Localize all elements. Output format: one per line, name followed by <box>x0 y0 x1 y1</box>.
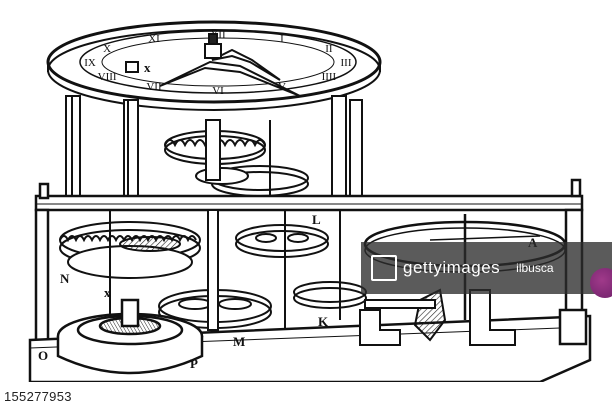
label-P: P <box>190 356 198 371</box>
dial-numeral: II <box>325 43 333 55</box>
watermark-credit: ilbusca <box>516 261 554 275</box>
dial-numeral: IX <box>84 57 96 69</box>
label-x-hand: x <box>144 60 151 75</box>
watermark-dot-icon <box>590 268 612 298</box>
label-M: M <box>233 334 245 349</box>
label-N: N <box>60 271 70 286</box>
lower-gear-train <box>59 209 367 331</box>
getty-watermark: gettyimages ilbusca <box>361 242 612 294</box>
label-O: O <box>38 348 48 363</box>
watermark-brand: gettyimages <box>403 258 501 277</box>
getty-logo-icon <box>371 255 397 281</box>
dial-numeral: IIII <box>322 71 337 83</box>
barrel-assembly <box>56 298 204 375</box>
dial-numeral: X <box>103 43 111 55</box>
dial-numeral: III <box>341 57 352 69</box>
dial-numeral: XI <box>148 33 160 45</box>
dial-numeral: VII <box>146 81 162 93</box>
clock-hands <box>125 33 301 97</box>
footer-bar: 155277953 <box>0 382 612 410</box>
label-L: L <box>312 212 321 227</box>
dial-numeral: VIII <box>98 71 117 83</box>
label-x-lower: x <box>104 285 111 300</box>
dial-numeral: I <box>280 33 284 45</box>
image-id: 155277953 <box>4 388 72 404</box>
label-K: K <box>318 314 329 329</box>
dial-numeral: VI <box>212 85 224 97</box>
upper-gear-train <box>164 119 309 197</box>
